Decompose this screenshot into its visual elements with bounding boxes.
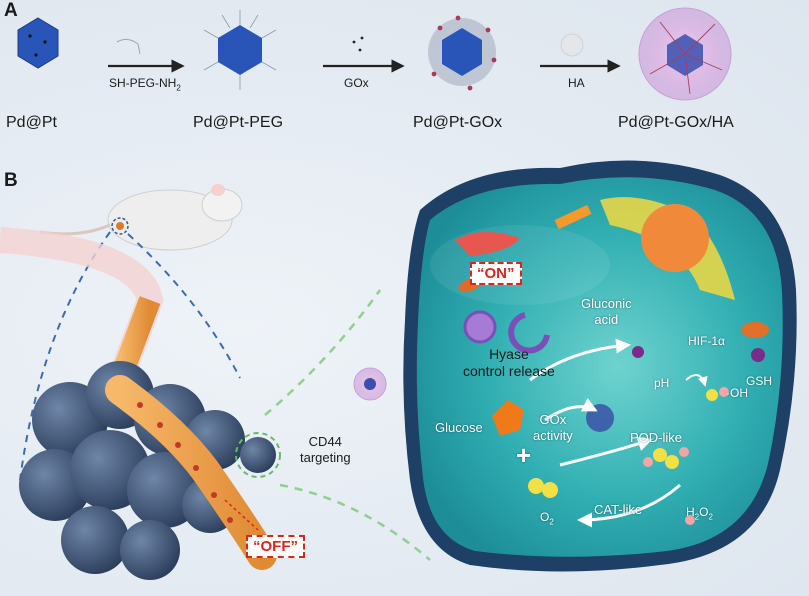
control-release-text: control release	[463, 363, 555, 379]
gox-dots-icon	[352, 36, 364, 52]
cd44-text: CD44	[308, 434, 342, 449]
gluconic-text: Gluconic	[581, 296, 632, 311]
targeting-text: targeting	[300, 450, 351, 465]
reagent-label-gox: GOx	[344, 76, 369, 90]
cat-like-label: CAT-like	[594, 502, 643, 517]
h2o2-label: H2O2	[686, 505, 713, 521]
on-label: “ON”	[470, 262, 522, 285]
pdpt-gox-ha-icon	[638, 7, 732, 101]
peg-strand-icon	[116, 38, 141, 55]
reagent-subscript: 2	[176, 83, 181, 93]
ha-shell-icon	[560, 33, 584, 57]
pdpt-peg-icon	[203, 10, 277, 90]
product-label-pdpt-gox: Pd@Pt-GOx	[413, 114, 503, 131]
activity-text: activity	[533, 428, 573, 443]
ph-label: pH	[654, 376, 670, 390]
h2o2-sub1: 2	[694, 512, 700, 522]
plus-sign: +	[516, 440, 532, 470]
glucose-label: Glucose	[435, 420, 483, 435]
oh-label: ·OH	[726, 386, 748, 400]
gox-activity-label: GOx activity	[533, 412, 573, 444]
product-label-pdpt-gox-ha: Pd@Pt-GOx/HA	[618, 114, 734, 131]
cd44-targeting-label: CD44 targeting	[300, 434, 351, 466]
hif-label: HIF-1α	[688, 334, 725, 348]
reagent-text: SH-PEG-NH	[109, 76, 177, 90]
panel-b-label: B	[4, 170, 18, 191]
h2o2-sub2: 2	[708, 512, 713, 522]
gluconic-acid-label: Gluconic acid	[581, 296, 632, 328]
nanoparticle-icon	[353, 367, 387, 401]
o2-subscript: 2	[549, 517, 554, 527]
h2o2-h: H	[686, 505, 695, 519]
panel-a-label: A	[4, 0, 18, 21]
pdpt-core-icon	[17, 17, 59, 69]
pod-like-label: POD-like	[630, 430, 683, 445]
o2-label: O2	[540, 510, 554, 526]
reagent-label-ha: HA	[568, 76, 585, 90]
product-label-pdpt-peg: Pd@Pt-PEG	[193, 114, 284, 131]
hyase-text: Hyase	[489, 346, 529, 362]
mouse-icon	[39, 184, 243, 251]
acid-text: acid	[594, 312, 619, 327]
gsh-label: GSH	[746, 374, 773, 388]
pdpt-gox-icon	[428, 15, 497, 91]
o2-text: O	[540, 510, 550, 524]
off-label: “OFF”	[246, 535, 305, 558]
h2o2-o: O	[699, 505, 709, 519]
hyase-label: Hyase control release	[463, 346, 555, 380]
product-label-pdpt: Pd@Pt	[6, 114, 57, 131]
reagent-label-peg: SH-PEG-NH2	[109, 76, 181, 92]
gox-text: GOx	[539, 412, 567, 427]
